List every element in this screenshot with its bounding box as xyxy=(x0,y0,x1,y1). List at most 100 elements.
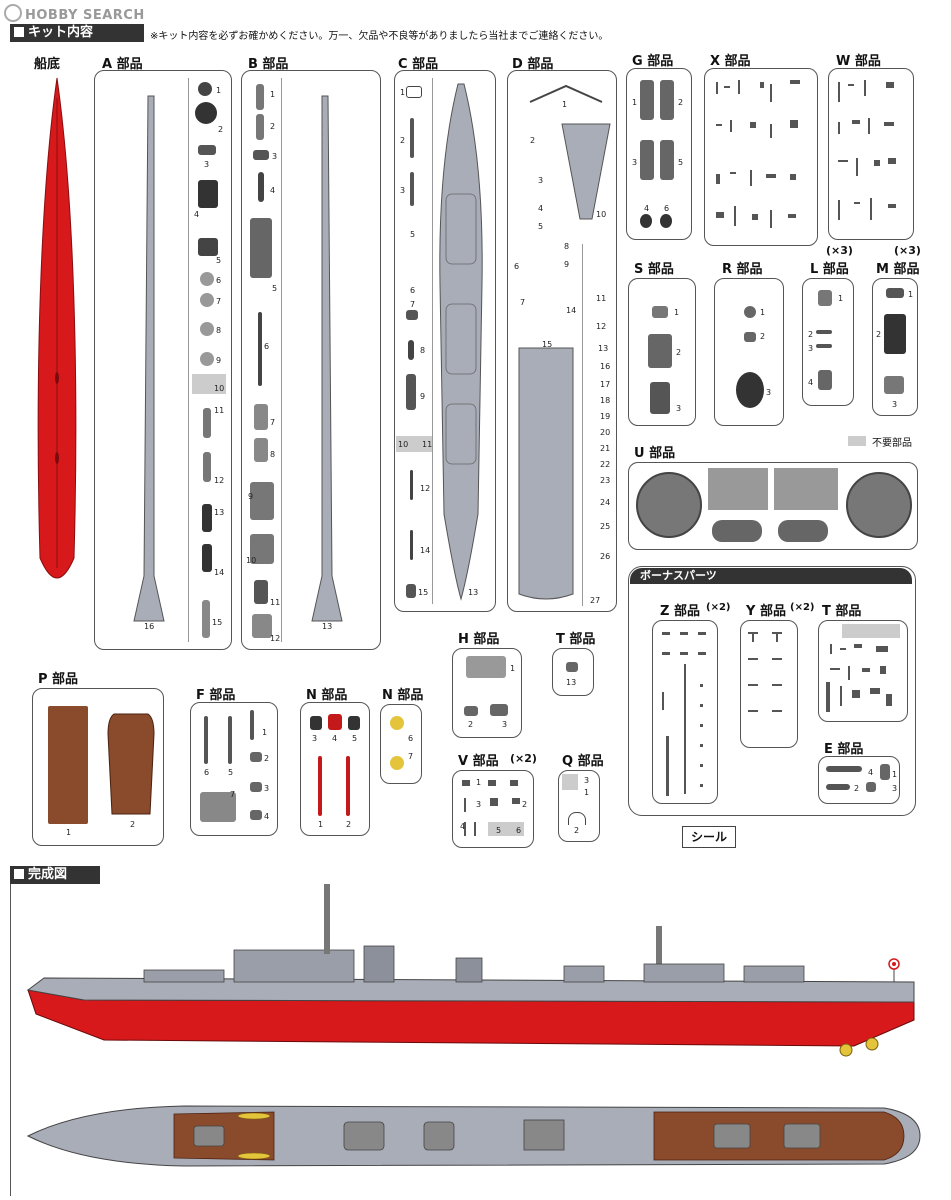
n-part-7 xyxy=(390,756,404,770)
h-part-2 xyxy=(464,706,478,716)
r-num-2: 2 xyxy=(760,332,766,341)
part-label-x: X 部品 xyxy=(710,54,751,69)
b-num-8: 8 xyxy=(270,450,276,459)
f-num-5: 5 xyxy=(228,768,234,777)
a-num-14: 14 xyxy=(214,568,225,577)
b-part-1 xyxy=(256,84,264,110)
c-num-7: 7 xyxy=(410,300,416,309)
q-part-1 xyxy=(562,774,578,790)
c-part-8 xyxy=(408,340,414,360)
t2-small-parts xyxy=(826,624,900,712)
v-num-1: 1 xyxy=(476,778,482,787)
part-label-f: F 部品 xyxy=(196,688,236,703)
part-label-e: E 部品 xyxy=(824,742,864,757)
v-num-4: 4 xyxy=(460,822,466,831)
r-num-3: 3 xyxy=(766,388,772,397)
q-num-1: 1 xyxy=(584,788,590,797)
f-num-2: 2 xyxy=(264,754,270,763)
d-num-19: 19 xyxy=(600,412,611,421)
s-part-1 xyxy=(652,306,668,318)
b-part-12 xyxy=(252,614,272,638)
u-part-3 xyxy=(778,520,828,542)
q-num-2: 2 xyxy=(574,826,580,835)
e-num-3: 3 xyxy=(892,784,898,793)
a-num-8: 8 xyxy=(216,326,222,335)
g-num-4: 4 xyxy=(644,204,650,213)
n-num-2: 2 xyxy=(346,820,352,829)
m-num-3: 3 xyxy=(892,400,898,409)
d-part-10 xyxy=(561,123,611,220)
h-num-3: 3 xyxy=(502,720,508,729)
a-num-3: 3 xyxy=(204,160,210,169)
d-num-1: 1 xyxy=(562,100,568,109)
r-part-3 xyxy=(736,372,764,408)
r-part-2 xyxy=(744,332,756,342)
l-part-4 xyxy=(818,370,832,390)
c-part-3 xyxy=(410,172,414,206)
c-part-10 xyxy=(396,436,432,452)
b-part-4 xyxy=(258,172,264,202)
d-num-18: 18 xyxy=(600,396,611,405)
a-num-7: 7 xyxy=(216,297,222,306)
d-num-17: 17 xyxy=(600,380,611,389)
d-num-22: 22 xyxy=(600,460,611,469)
d-num-10: 10 xyxy=(596,210,607,219)
d-num-12: 12 xyxy=(596,322,607,331)
a-num-12: 12 xyxy=(214,476,225,485)
n-num-7: 7 xyxy=(408,752,414,761)
finished-frame xyxy=(10,884,943,1196)
c-part-9 xyxy=(406,374,416,410)
logo-icon xyxy=(4,4,22,22)
d-num-8: 8 xyxy=(564,242,570,251)
a-num-10: 10 xyxy=(214,384,225,393)
m-num-1: 1 xyxy=(908,290,914,299)
hull-bottom xyxy=(37,77,77,579)
b-part-7 xyxy=(254,404,268,430)
b-part-11 xyxy=(254,580,268,604)
h-num-1: 1 xyxy=(510,664,516,673)
a-num-9: 9 xyxy=(216,356,222,365)
l-num-2: 2 xyxy=(808,330,814,339)
n-num-5: 5 xyxy=(352,734,358,743)
g-part-1 xyxy=(640,80,654,120)
c-part-7 xyxy=(406,310,418,320)
part-label-n1: N 部品 xyxy=(306,688,348,703)
b-part-3 xyxy=(253,150,269,160)
g-num-2: 2 xyxy=(678,98,684,107)
b-num-6: 6 xyxy=(264,342,270,351)
d-num-24: 24 xyxy=(600,498,611,507)
c-num-1: 1 xyxy=(400,88,406,97)
s-part-3 xyxy=(650,382,670,414)
a-num-2: 2 xyxy=(218,125,224,134)
g-part-5 xyxy=(660,140,674,180)
f-part-1 xyxy=(250,710,254,740)
part-label-c: C 部品 xyxy=(398,57,439,72)
z-small-parts xyxy=(662,632,706,796)
a-num-4: 4 xyxy=(194,210,200,219)
part-label-m-qty: (×3) xyxy=(894,244,921,257)
a-hull-side xyxy=(133,95,165,622)
f-part-5 xyxy=(228,716,232,764)
d-num-4: 4 xyxy=(538,204,544,213)
v-num-6: 6 xyxy=(516,826,522,835)
b-hull-side xyxy=(311,95,343,622)
part-label-l: L 部品 xyxy=(810,262,849,277)
c-num-12: 12 xyxy=(420,484,431,493)
part-label-d: D 部品 xyxy=(512,57,554,72)
part-label-p: P 部品 xyxy=(38,672,79,687)
p-part-2 xyxy=(107,713,155,815)
b-part-6 xyxy=(258,312,262,386)
f-part-6 xyxy=(204,716,208,764)
c-part-12 xyxy=(410,470,413,500)
e-num-2: 2 xyxy=(854,784,860,793)
a-part-10 xyxy=(192,374,226,394)
d-num-23: 23 xyxy=(600,476,611,485)
b-num-2: 2 xyxy=(270,122,276,131)
sprue-n2 xyxy=(380,704,422,784)
b-num-13: 13 xyxy=(322,622,333,631)
part-label-s: S 部品 xyxy=(634,262,674,277)
u-part-6 xyxy=(846,472,912,538)
c-num-2: 2 xyxy=(400,136,406,145)
ship-top-view xyxy=(26,1105,921,1167)
v-num-5: 5 xyxy=(496,826,502,835)
